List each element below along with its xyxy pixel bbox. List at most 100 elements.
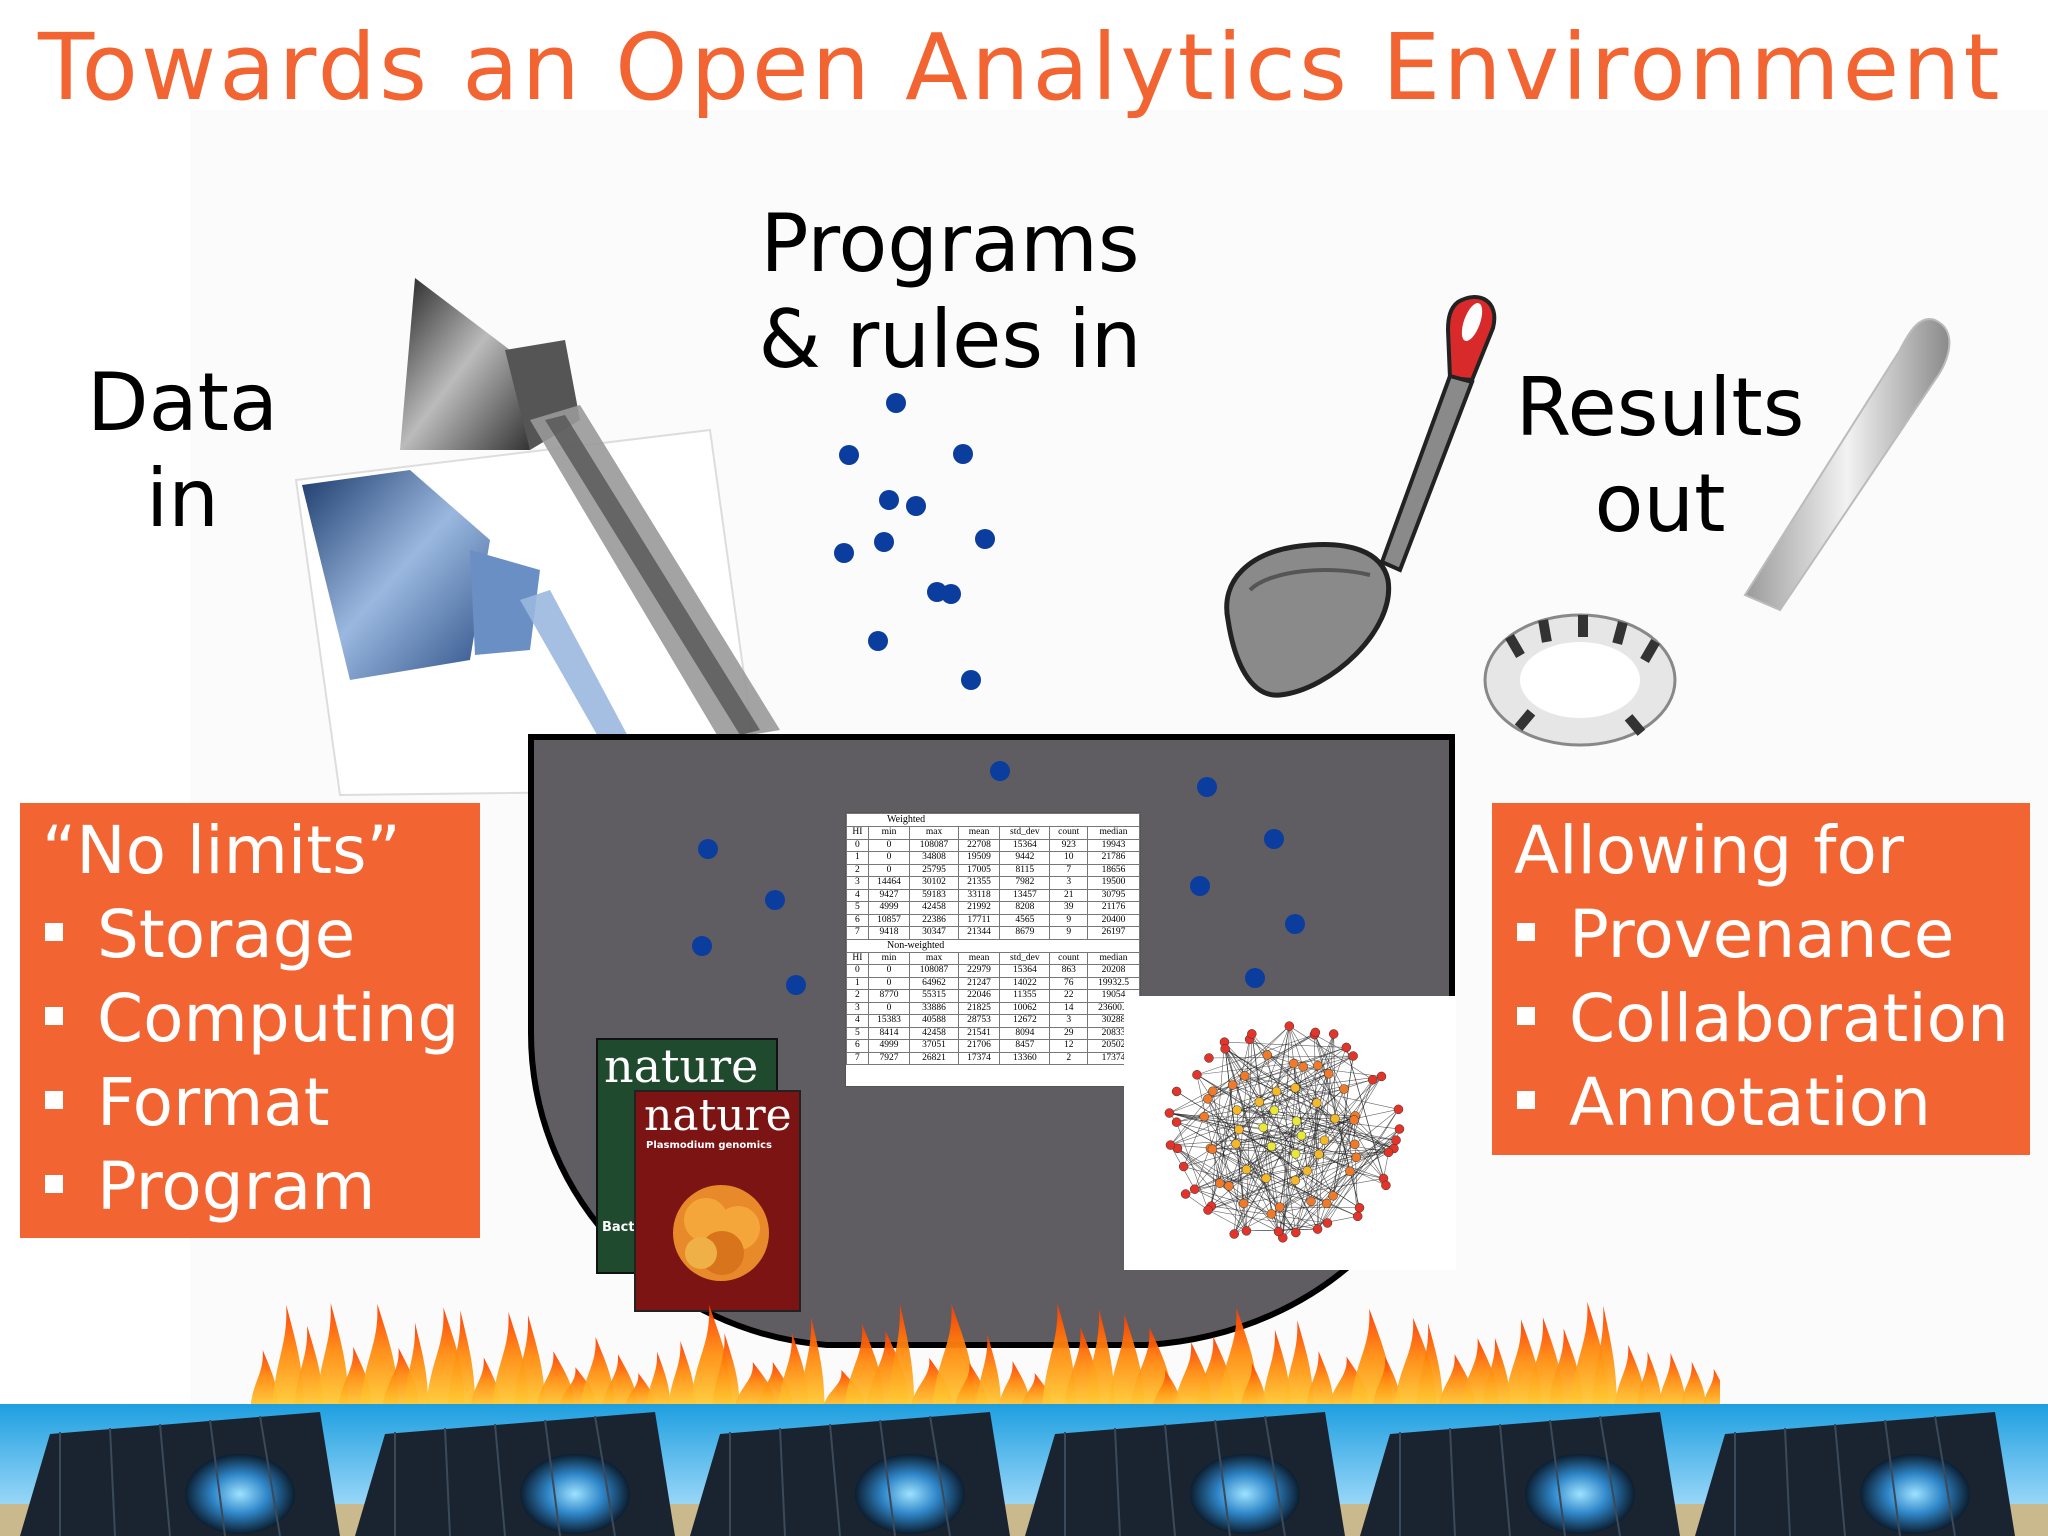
network-node xyxy=(1394,1124,1405,1134)
network-edge xyxy=(1271,1203,1327,1215)
nature-back-title: nature xyxy=(604,1039,759,1093)
network-edge xyxy=(1310,1102,1318,1202)
network-edge xyxy=(1196,1074,1302,1136)
results-out-label: Results out xyxy=(1505,360,1815,552)
network-node xyxy=(1322,1218,1333,1228)
table-cell: 22046 xyxy=(957,989,1001,1003)
network-node xyxy=(1310,1027,1321,1038)
no-limits-item: Computing xyxy=(42,977,459,1061)
network-edge xyxy=(1194,1188,1279,1232)
allowing-for-list: Provenance Collaboration Annotation xyxy=(1514,893,2009,1145)
table-cell: 7 xyxy=(846,1051,869,1065)
program-dot xyxy=(874,532,894,552)
flame xyxy=(448,1310,476,1410)
bullet-square xyxy=(1517,923,1535,941)
table-cell: 0 xyxy=(846,964,869,978)
network-node xyxy=(1238,1198,1249,1209)
table-cell: 923 xyxy=(1049,838,1089,852)
network-edge xyxy=(1169,1047,1347,1114)
table-cell: 39 xyxy=(1049,901,1089,915)
table-cell: 20400 xyxy=(1087,913,1140,927)
server-rack-group xyxy=(355,1412,675,1536)
network-node xyxy=(1322,1198,1332,1209)
bullet-square xyxy=(45,1091,63,1109)
network-edge xyxy=(1244,1075,1399,1110)
program-dot xyxy=(1197,777,1217,797)
table-cell: 0 xyxy=(867,838,911,852)
table-cell: 0 xyxy=(846,838,869,852)
table-header-cell: max xyxy=(909,826,959,840)
network-edge xyxy=(1314,1034,1354,1057)
network-edge xyxy=(1212,1149,1279,1232)
network-node xyxy=(1215,1178,1225,1188)
network-edge xyxy=(1244,1075,1260,1103)
table-cell: 9427 xyxy=(867,888,911,902)
network-edge xyxy=(1332,1119,1355,1196)
network-node xyxy=(1199,1111,1209,1122)
network-node xyxy=(1383,1147,1394,1158)
network-node xyxy=(1203,1094,1213,1104)
network-node xyxy=(1261,1173,1271,1183)
table-cell: 18656 xyxy=(1087,863,1140,877)
table-cell: 14 xyxy=(1049,1001,1089,1015)
network-edge xyxy=(1295,1148,1394,1155)
results-out-line-1: Results xyxy=(1515,361,1805,454)
network-edge xyxy=(1314,1034,1355,1121)
table-cell: 9442 xyxy=(999,851,1051,865)
network-node xyxy=(1345,1166,1355,1177)
network-node xyxy=(1220,1044,1230,1054)
data-in-line-1: Data xyxy=(86,356,278,449)
table-cell: 19932.5 xyxy=(1087,976,1140,990)
network-node xyxy=(1312,1098,1322,1108)
network-node xyxy=(1393,1104,1404,1115)
network-edge xyxy=(1224,1042,1279,1232)
table-cell: 6 xyxy=(846,1039,869,1053)
network-node xyxy=(1296,1130,1307,1141)
flame xyxy=(250,1350,279,1410)
program-dot xyxy=(839,445,859,465)
table-cell: 26821 xyxy=(909,1051,959,1065)
flame xyxy=(1042,1302,1076,1410)
network-node xyxy=(1328,1191,1338,1201)
table-cell: 34808 xyxy=(909,851,959,865)
network-edge xyxy=(1251,1033,1334,1196)
network-node xyxy=(1203,1205,1213,1215)
table-cell: 7927 xyxy=(867,1051,911,1065)
table-cell: 13360 xyxy=(999,1051,1051,1065)
network-edge xyxy=(1177,1148,1244,1204)
network-edge xyxy=(1212,1066,1304,1092)
table-header-cell: median xyxy=(1087,826,1140,840)
table-header-cell: std_dev xyxy=(999,826,1051,840)
table-cell: 10 xyxy=(1049,851,1089,865)
network-edge xyxy=(1332,1079,1373,1196)
network-node xyxy=(1192,1070,1202,1080)
flame xyxy=(712,1333,740,1410)
network-node xyxy=(1349,1115,1359,1125)
network-node xyxy=(1367,1075,1378,1085)
network-node xyxy=(1298,1061,1308,1072)
network-node xyxy=(1288,1058,1299,1069)
network-node xyxy=(1348,1051,1358,1061)
program-dot xyxy=(953,444,973,464)
flame xyxy=(1680,1361,1706,1410)
table-cell: 12672 xyxy=(999,1014,1051,1028)
flame xyxy=(1152,1370,1182,1410)
network-edge xyxy=(1278,1216,1358,1232)
table-cell: 30102 xyxy=(909,876,959,890)
network-edge xyxy=(1295,1076,1382,1089)
network-node xyxy=(1290,1083,1301,1093)
network-node xyxy=(1229,1229,1239,1239)
table-cell: 5 xyxy=(846,1026,869,1040)
network-edge xyxy=(1282,1171,1351,1239)
table-header-cell: HI xyxy=(846,951,869,965)
table-cell: 5 xyxy=(846,901,869,915)
network-edge xyxy=(1207,1209,1247,1232)
network-node xyxy=(1284,1021,1295,1031)
program-dot xyxy=(941,584,961,604)
network-edge xyxy=(1212,1109,1399,1150)
